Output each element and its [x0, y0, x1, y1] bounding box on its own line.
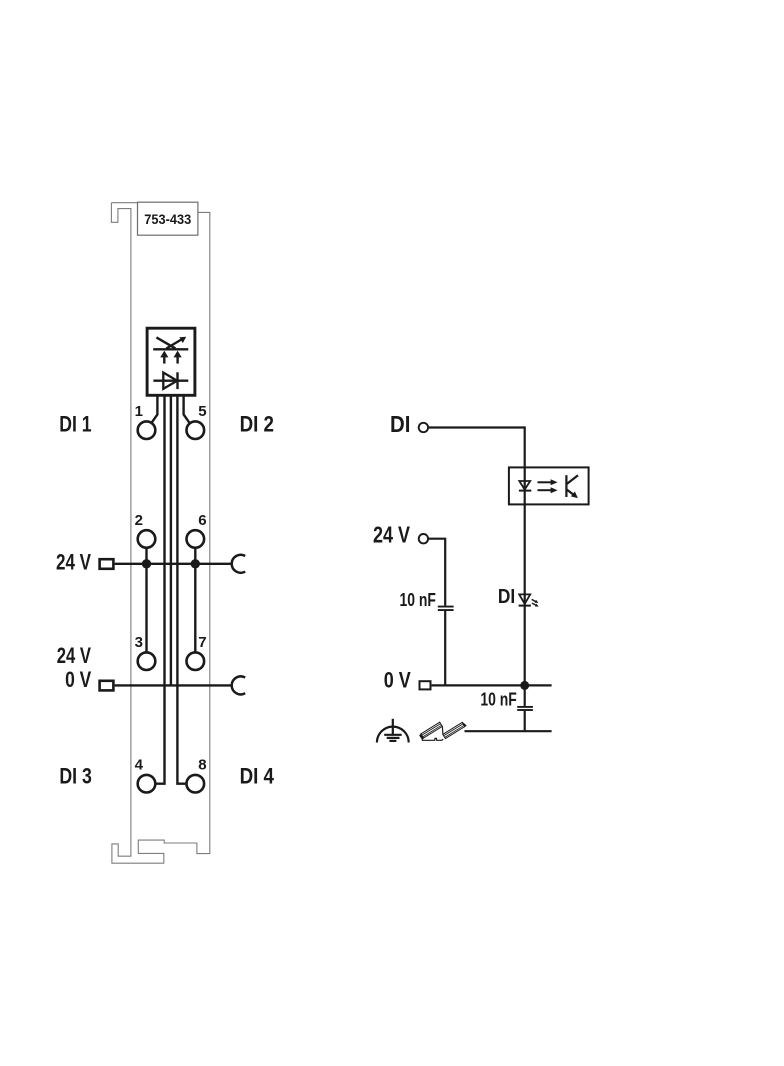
svg-text:10 nF: 10 nF: [480, 690, 516, 710]
svg-text:2: 2: [135, 512, 143, 529]
svg-text:DI 1: DI 1: [59, 411, 91, 436]
svg-text:DI 4: DI 4: [240, 764, 275, 789]
svg-text:5: 5: [198, 403, 206, 420]
svg-text:6: 6: [198, 512, 206, 529]
svg-text:24 V: 24 V: [373, 522, 411, 548]
svg-text:0 V: 0 V: [65, 667, 91, 692]
svg-text:3: 3: [135, 634, 143, 651]
svg-text:DI 2: DI 2: [240, 411, 274, 436]
svg-text:0 V: 0 V: [384, 667, 411, 692]
svg-text:753-433: 753-433: [144, 211, 191, 227]
svg-text:8: 8: [198, 757, 206, 774]
svg-text:DI: DI: [390, 411, 410, 437]
svg-text:DI 3: DI 3: [59, 764, 92, 789]
svg-text:DI: DI: [498, 586, 515, 608]
svg-text:24 V: 24 V: [57, 643, 91, 668]
svg-text:1: 1: [135, 403, 143, 420]
svg-text:10 nF: 10 nF: [400, 590, 436, 610]
svg-text:24 V: 24 V: [56, 549, 91, 574]
svg-text:7: 7: [198, 634, 206, 651]
svg-text:4: 4: [135, 757, 144, 774]
